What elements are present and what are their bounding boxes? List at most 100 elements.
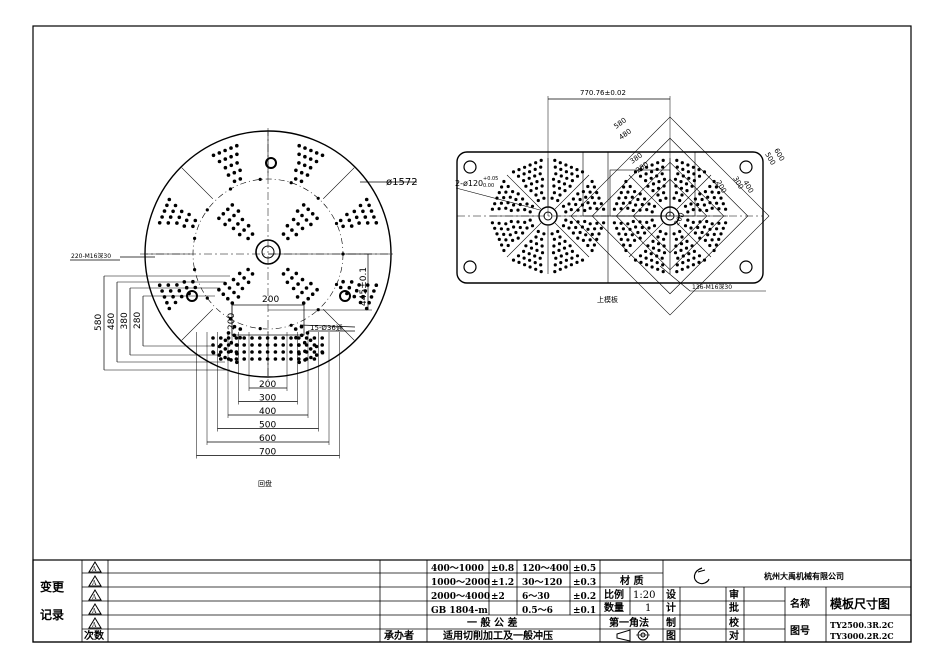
tapped-hole xyxy=(534,267,538,271)
tapped-hole xyxy=(698,208,702,212)
tapped-hole xyxy=(187,212,191,217)
tapped-hole xyxy=(235,161,239,165)
tapped-hole xyxy=(265,336,270,340)
tapped-hole xyxy=(576,208,580,212)
tapped-hole xyxy=(297,152,301,157)
tapped-hole xyxy=(273,357,278,361)
first-angle-projection-symbol xyxy=(616,629,650,642)
corner-hole xyxy=(463,260,477,274)
tapped-hole xyxy=(504,206,508,210)
through-hole xyxy=(339,290,351,302)
tapped-hole xyxy=(217,287,221,292)
tapped-hole xyxy=(286,236,290,241)
tapped-hole xyxy=(297,350,301,354)
tapped-hole xyxy=(553,263,557,267)
tapped-hole xyxy=(226,350,231,354)
rotated-square-dimensions xyxy=(570,116,770,316)
tapped-hole xyxy=(712,196,716,200)
tapped-hole xyxy=(651,189,655,193)
tapped-hole xyxy=(638,208,642,212)
tapped-hole xyxy=(568,184,572,188)
revision-triangle xyxy=(88,589,102,601)
tapped-hole xyxy=(643,231,647,235)
tapped-hole xyxy=(191,279,195,284)
through-hole-small xyxy=(193,236,197,240)
tapped-hole xyxy=(166,221,171,225)
tolerance-cell: 120～400 xyxy=(522,564,569,574)
tapped-hole xyxy=(551,251,556,255)
tapped-hole xyxy=(364,306,369,311)
tapped-hole xyxy=(226,336,231,340)
tapped-hole xyxy=(365,221,370,225)
tapped-hole xyxy=(689,226,693,230)
tapped-hole xyxy=(567,202,571,206)
tapped-hole xyxy=(312,350,317,354)
general-tolerance-title: 一 般 公 差 xyxy=(467,616,517,629)
tapped-hole xyxy=(568,244,572,248)
tapped-hole xyxy=(297,161,301,165)
change-label: 变更 xyxy=(40,579,65,594)
tapped-hole xyxy=(250,272,255,276)
tapped-hole xyxy=(341,279,345,284)
tapped-hole xyxy=(552,191,557,195)
tapped-hole xyxy=(223,148,227,153)
tapped-hole xyxy=(639,260,643,264)
tapped-hole xyxy=(358,203,363,208)
tapped-hole xyxy=(558,267,562,271)
tapped-hole xyxy=(162,209,167,213)
tapped-hole xyxy=(710,238,714,242)
tapped-hole xyxy=(236,222,240,226)
tapped-hole xyxy=(652,224,657,228)
tapped-hole xyxy=(521,231,525,235)
tapped-hole xyxy=(229,163,234,168)
tapped-hole xyxy=(338,218,343,223)
tapped-hole xyxy=(655,174,659,178)
tapped-hole xyxy=(308,338,313,343)
quantity-label: 数量 xyxy=(604,601,624,614)
horizontal-dim-label: 500 xyxy=(259,421,276,431)
tapped-hole xyxy=(237,232,242,237)
tapped-hole xyxy=(309,222,313,227)
tapped-hole xyxy=(576,220,580,224)
review-label-1: 审 xyxy=(729,588,739,601)
tapped-hole xyxy=(219,357,223,361)
tapped-hole xyxy=(619,237,623,241)
tapped-hole xyxy=(497,207,501,211)
tapped-hole xyxy=(250,232,255,236)
tapped-hole xyxy=(550,232,554,236)
tapped-hole xyxy=(650,170,654,174)
tapped-hole xyxy=(708,184,712,189)
tapped-hole xyxy=(630,195,634,199)
tapped-hole xyxy=(273,343,278,347)
tapped-hole xyxy=(692,249,697,253)
bore-tolerance-upper: +0.05 xyxy=(483,176,498,182)
tapped-hole xyxy=(710,190,714,194)
tapped-hole xyxy=(534,161,538,165)
tapped-hole xyxy=(705,219,709,224)
tapped-hole xyxy=(540,251,545,255)
tapped-hole xyxy=(166,283,171,287)
tapped-hole xyxy=(681,261,685,265)
horizontal-dim-label: 700 xyxy=(259,448,276,458)
tapped-hole xyxy=(633,238,637,242)
tapped-hole xyxy=(647,226,651,230)
tapped-hole xyxy=(304,336,309,340)
tapped-hole xyxy=(528,170,532,174)
tapped-hole xyxy=(236,282,240,286)
tapped-hole xyxy=(586,227,590,231)
tapped-hole xyxy=(631,219,635,224)
tapped-hole xyxy=(511,170,516,174)
tapped-hole xyxy=(250,350,254,354)
tapped-hole xyxy=(712,232,716,236)
tapped-hole xyxy=(675,165,679,169)
tapped-hole xyxy=(697,168,701,172)
tapped-hole xyxy=(265,350,270,354)
tapped-hole xyxy=(558,161,562,165)
revision-triangle xyxy=(88,575,102,587)
tapped-hole xyxy=(696,202,700,207)
tapped-hole xyxy=(508,195,512,199)
tapped-hole xyxy=(320,350,325,354)
tapped-hole xyxy=(238,168,242,173)
tapped-hole xyxy=(211,153,216,158)
